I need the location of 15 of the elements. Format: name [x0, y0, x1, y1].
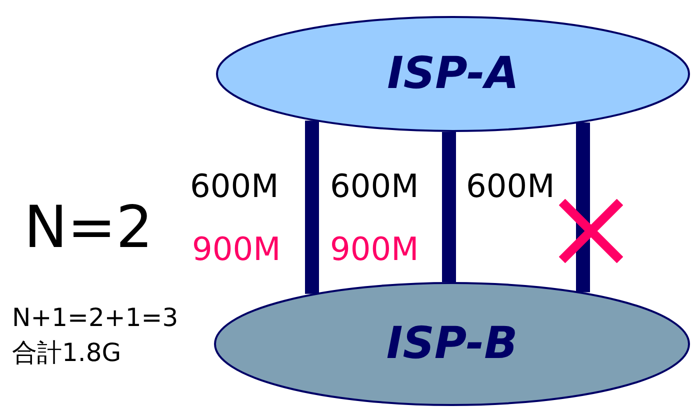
- link-line: [442, 132, 456, 282]
- network-name: ISP-B: [386, 322, 518, 366]
- network-ellipse: [214, 282, 690, 406]
- note-text: 合計1.8G: [12, 340, 122, 365]
- bandwidth-label: 600M: [190, 170, 279, 202]
- note-text: N+1=2+1=3: [12, 305, 178, 330]
- bandwidth-label: 900M: [330, 233, 419, 265]
- bandwidth-label: 600M: [466, 170, 555, 202]
- network-name: ISP-A: [387, 52, 519, 96]
- network-ellipse: [216, 16, 690, 132]
- link-line: [576, 122, 590, 292]
- count-label: N=2: [24, 198, 153, 256]
- bandwidth-label: 900M: [192, 233, 281, 265]
- link-line: [305, 120, 319, 294]
- bandwidth-label: 600M: [330, 170, 419, 202]
